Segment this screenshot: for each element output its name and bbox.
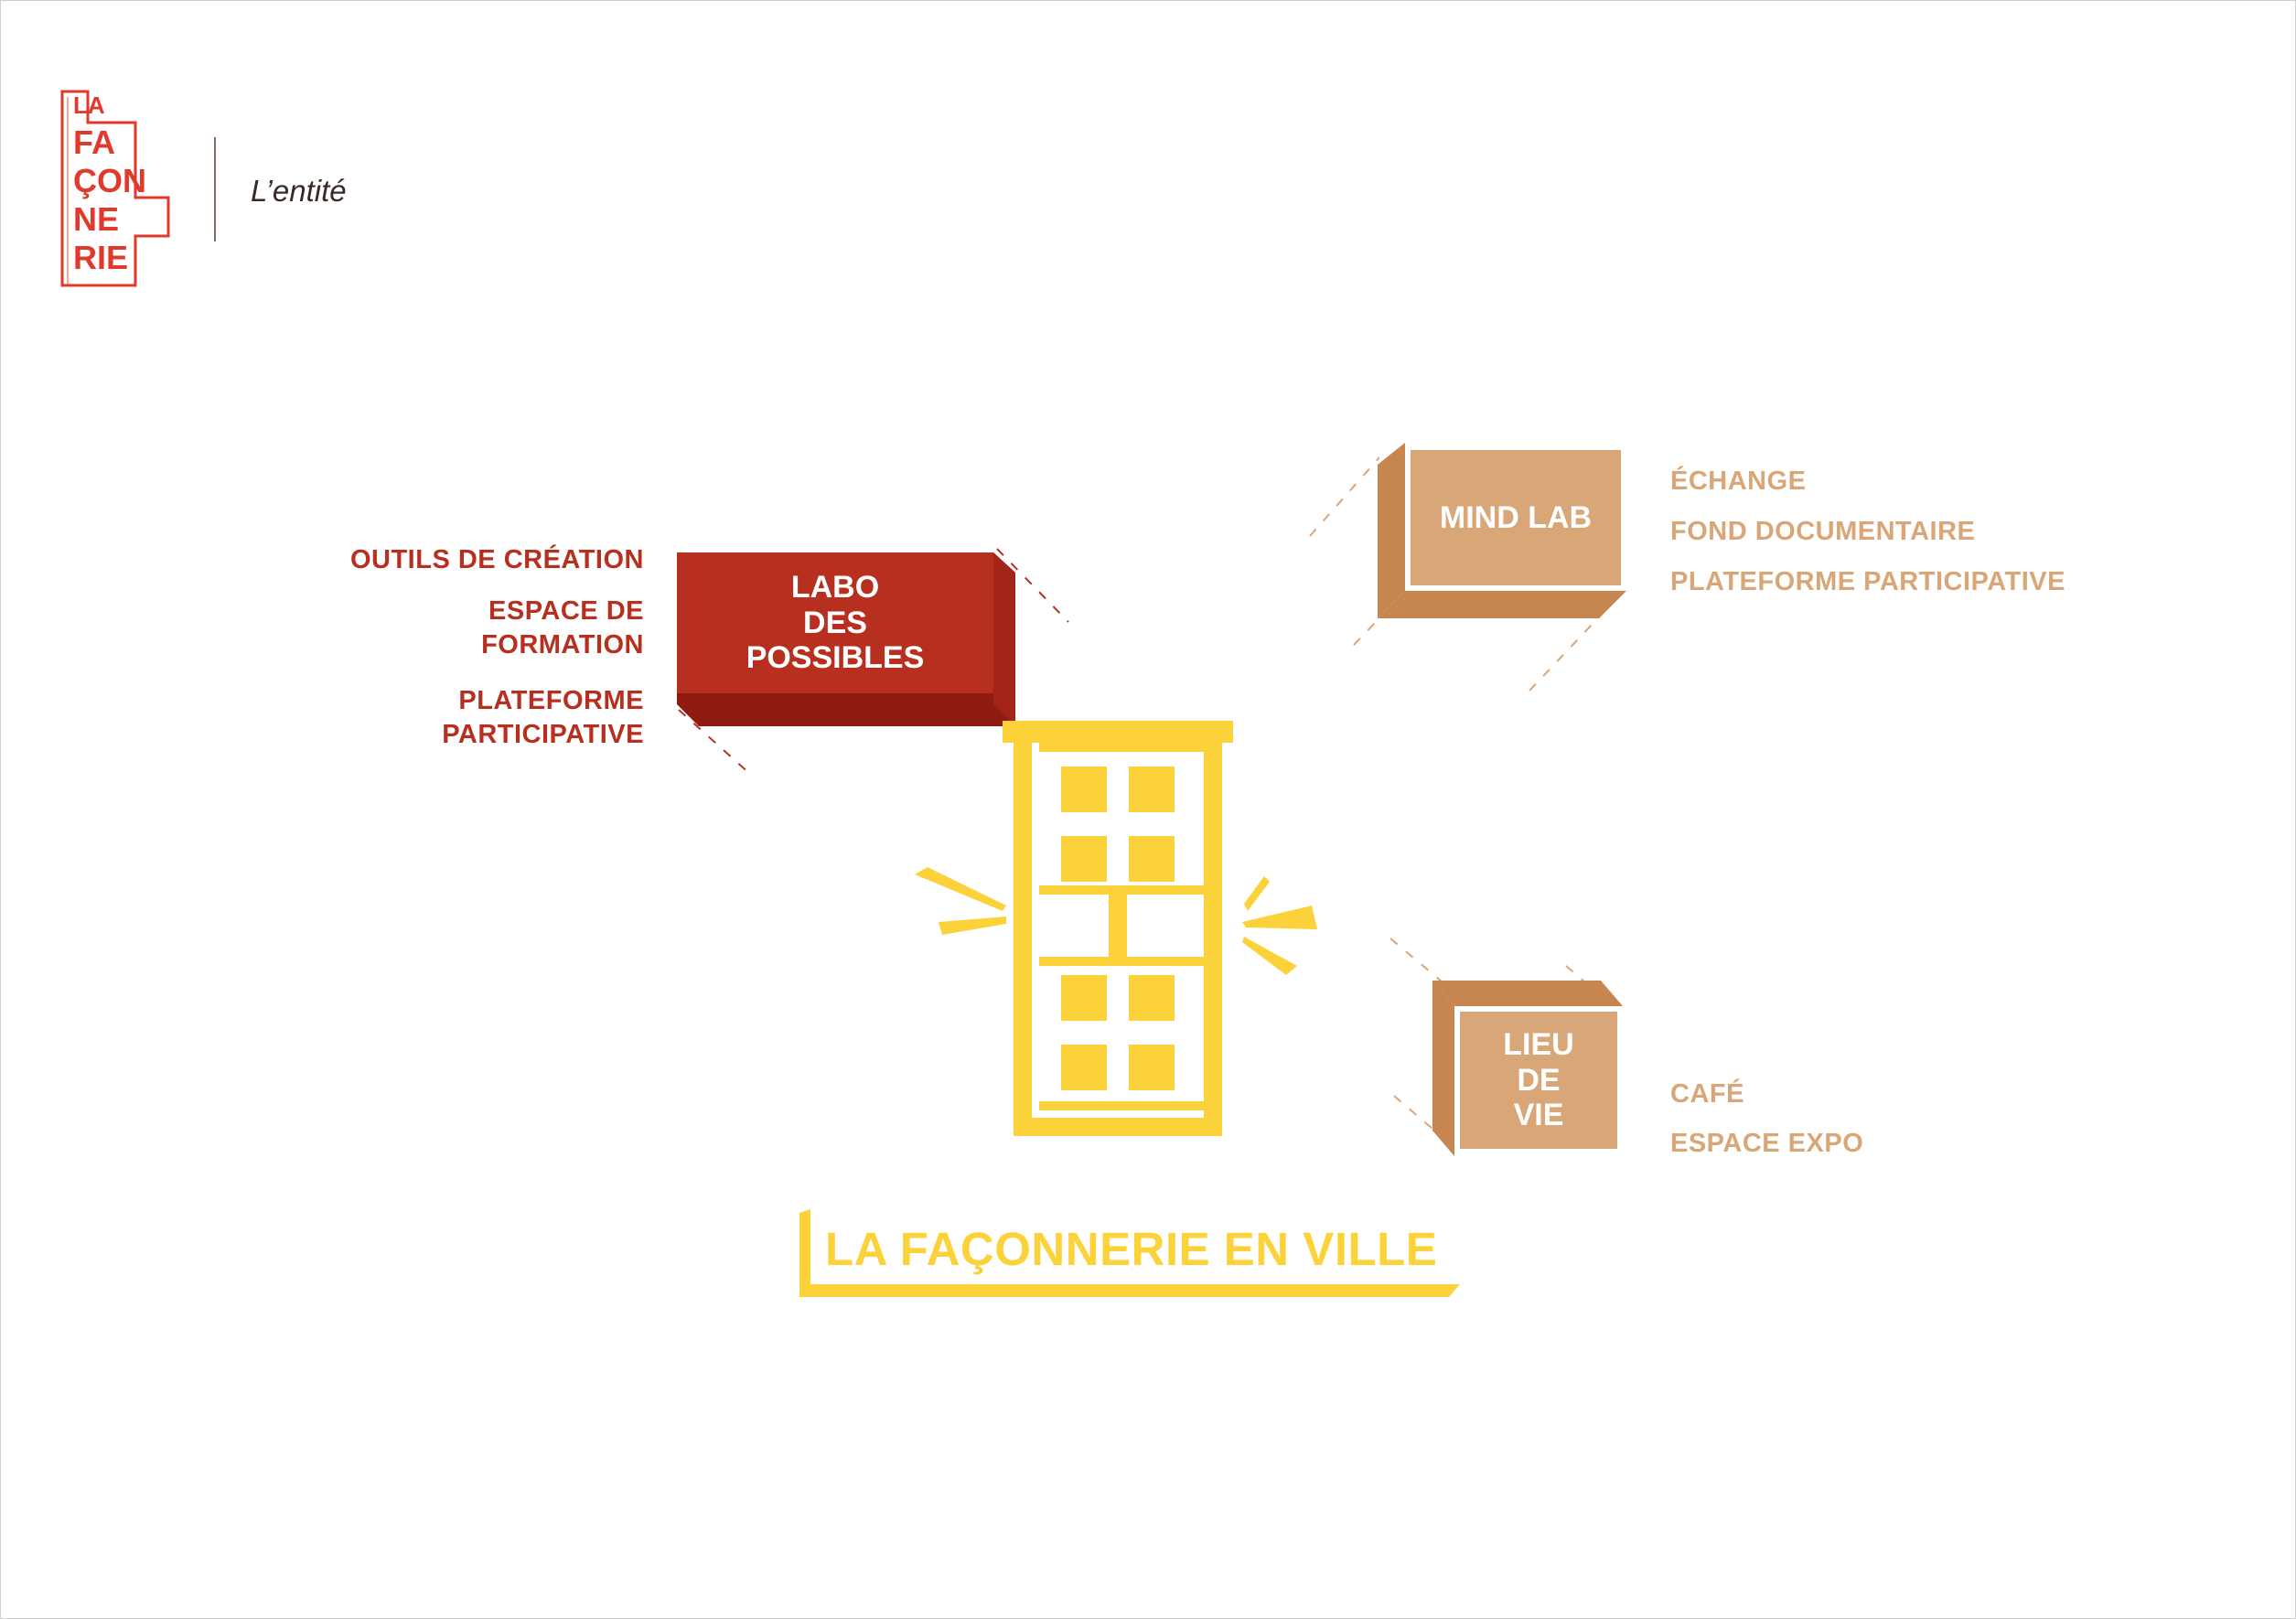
logo-line-5: RIE (73, 239, 129, 276)
header-divider (214, 137, 216, 241)
labo-box-line-1: LABO (790, 569, 880, 605)
center-title: LA FAÇONNERIE EN VILLE (825, 1223, 1438, 1275)
labo-box (677, 552, 1015, 726)
lieu-connector-top (1389, 938, 1448, 987)
header-subtitle: L’entité (251, 174, 347, 208)
title-bracket (799, 1209, 1460, 1297)
vibration-rays (915, 867, 1317, 975)
logo: LA FA ÇON NE RIE (60, 90, 175, 291)
labo-item-1: OUTILS DE CRÉATION (349, 545, 644, 574)
mindlab-item-1: ÉCHANGE (1670, 466, 1807, 496)
labo-box-line-3: POSSIBLES (746, 640, 925, 676)
lieu-item-2: ESPACE EXPO (1670, 1129, 1864, 1158)
mindlab-connector-top (1309, 456, 1380, 537)
mindlab-box-label: MIND LAB (1439, 499, 1593, 535)
mindlab-item-2: FOND DOCUMENTAIRE (1670, 517, 1976, 546)
lieu-box-line-2: DE (1517, 1062, 1561, 1098)
labo-item-3: PLATEFORME PARTICIPATIVE (442, 686, 644, 749)
logo-line-4: NE (73, 200, 120, 238)
logo-line-3: ÇON (73, 162, 146, 199)
mindlab-box (1378, 443, 1626, 618)
mindlab-item-3: PLATEFORME PARTICIPATIVE (1670, 567, 2065, 596)
labo-connector-bottom (678, 709, 753, 777)
lieu-box-line-3: VIE (1513, 1098, 1564, 1133)
building-icon (1003, 721, 1233, 1136)
lieu-box-label: LIEU DE VIE (1460, 1012, 1617, 1149)
logo-line-1: LA (73, 91, 105, 119)
labo-item-2: ESPACE DE FORMATION (481, 596, 644, 659)
lieu-box-line-1: LIEU (1503, 1026, 1574, 1062)
mindlab-connector-left (1353, 617, 1380, 646)
logo-outline (60, 90, 170, 287)
logo-line-2: FA (73, 123, 116, 161)
labo-box-line-2: DES (803, 605, 867, 640)
lieu-item-1: CAFÉ (1670, 1079, 1744, 1109)
labo-box-label: LABO DES POSSIBLES (677, 563, 993, 682)
labo-connector-top (996, 548, 1069, 623)
lieu-box (1432, 981, 1623, 1156)
